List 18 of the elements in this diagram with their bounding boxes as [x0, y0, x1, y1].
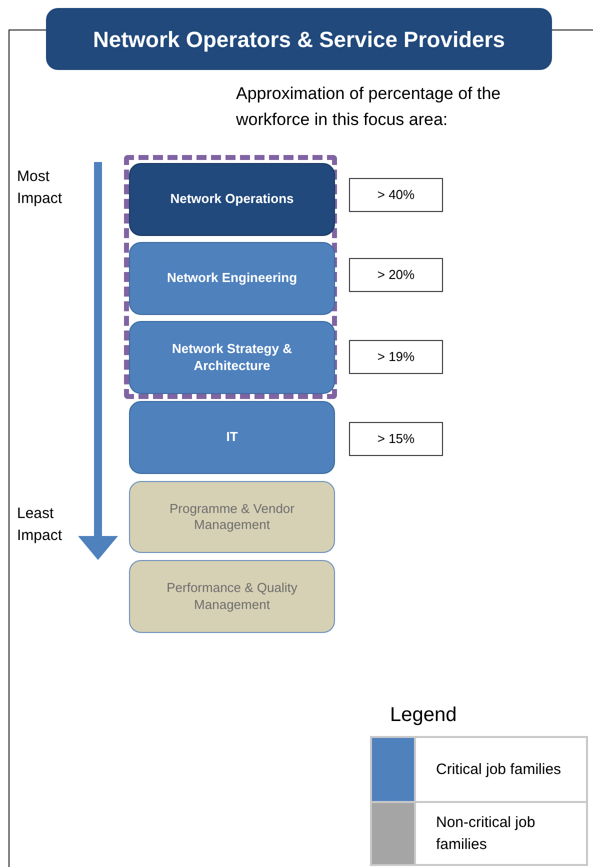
percentage-box: > 15% — [349, 422, 443, 456]
legend-text: Critical job families — [436, 760, 562, 780]
job-family-box: Network Engineering — [129, 242, 335, 315]
percentage-box: > 19% — [349, 340, 443, 374]
impact-label: Most Impact — [17, 167, 64, 209]
percentage-box: > 20% — [349, 258, 443, 292]
job-family-box: Programme & Vendor Management — [129, 481, 335, 553]
dashed-group-outline — [124, 155, 337, 399]
legend-text: Non-critical job families — [436, 812, 536, 854]
job-family-box: Network Strategy & Architecture — [129, 321, 335, 394]
legend-title: Legend — [390, 703, 457, 728]
job-family-box: Network Operations — [129, 163, 335, 236]
job-family-box: IT — [129, 401, 335, 474]
title-banner: Network Operators & Service Providers — [46, 8, 552, 70]
impact-label: Least Impact — [17, 504, 64, 546]
job-family-box: Performance & Quality Management — [129, 560, 335, 633]
description-text: Approximation of percentage of the workforce in this focus area: — [236, 83, 502, 131]
percentage-box: > 40% — [349, 178, 443, 212]
